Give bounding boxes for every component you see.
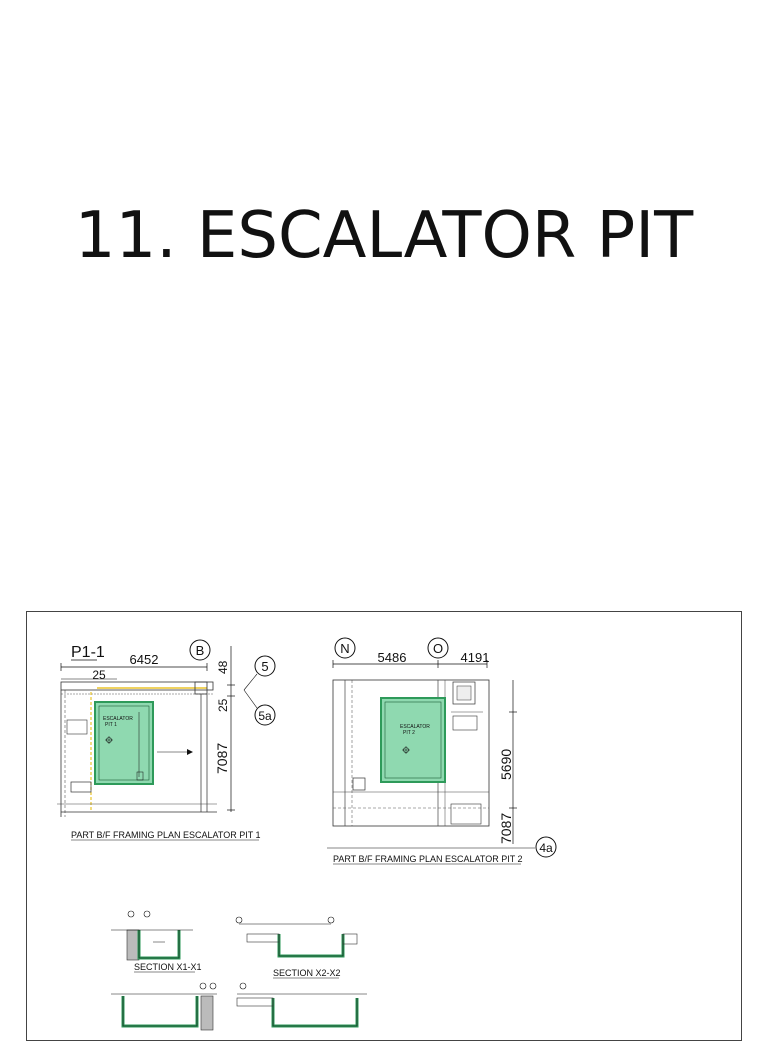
section-x2-caption: SECTION X2-X2: [273, 968, 341, 978]
dim-25-top: 25: [92, 668, 106, 682]
grid-label-n: N: [340, 641, 349, 656]
section-lower-left: [111, 982, 217, 1031]
grid-label-b: B: [196, 643, 205, 658]
plan-escalator-pit-2: N O 5486 4191 ESCALATOR PIT 2: [327, 637, 557, 865]
dim-4191: 4191: [461, 650, 490, 665]
drawing-canvas: P1-1 B 5 5a 6452 25 48 25 7087: [57, 637, 557, 1031]
pit-2-label-line1: ESCALATOR: [400, 724, 430, 730]
section-x2-x2: SECTION X2-X2: [235, 916, 358, 979]
grid-bubble-5: [254, 655, 276, 677]
dim-5690: 5690: [498, 749, 514, 780]
grid-label-5: 5: [261, 659, 268, 674]
grid-label-5a: 5a: [258, 709, 272, 723]
slide-title: 11. ESCALATOR PIT: [74, 199, 694, 273]
dim-48: 48: [216, 660, 230, 674]
grid-bubble-n: [334, 637, 356, 659]
dim-7087: 7087: [214, 743, 230, 774]
dim-5486: 5486: [378, 650, 407, 665]
structural-drawing: P1-1 B 5 5a 6452 25 48 25 7087: [26, 611, 742, 1041]
section-x1-caption: SECTION X1-X1: [134, 962, 202, 972]
grid-bubble-o: [427, 637, 449, 659]
grid-label-o: O: [433, 641, 443, 656]
plan-1-caption: PART B/F FRAMING PLAN ESCALATOR PIT 1: [71, 830, 261, 840]
plan-2-caption: PART B/F FRAMING PLAN ESCALATOR PIT 2: [333, 854, 523, 864]
grid-bubble-b: [189, 639, 211, 661]
pit-2-area: [380, 697, 446, 783]
pit-1-label-line2: PIT 1: [105, 722, 117, 728]
pit-1-area: [94, 701, 154, 785]
grid-label-4a: 4a: [539, 841, 553, 855]
dim-25-right: 25: [216, 698, 230, 712]
grid-bubble-4a: [535, 836, 557, 858]
grid-label-p1-1: P1-1: [71, 644, 105, 661]
section-x1-x1: SECTION X1-X1: [111, 910, 202, 973]
plan-escalator-pit-1: P1-1 B 5 5a 6452 25 48 25 7087: [57, 639, 276, 841]
pit-1-label-line1: ESCALATOR: [103, 716, 133, 722]
pit-2-label-line2: PIT 2: [403, 730, 415, 736]
dim-7087-plan2: 7087: [498, 813, 514, 844]
dim-6452: 6452: [130, 652, 159, 667]
section-lower-right: [236, 982, 367, 1028]
grid-bubble-5a: [254, 704, 276, 726]
